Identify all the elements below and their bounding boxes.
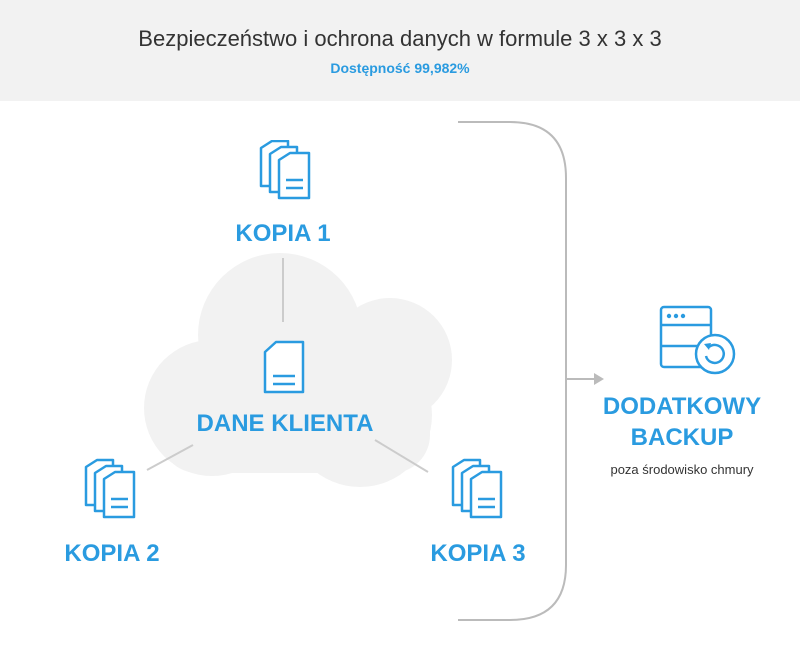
availability-subtitle: Dostępność 99,982%: [330, 60, 470, 76]
backup-title-line2: BACKUP: [630, 424, 734, 451]
client-data-label: DANE KLIENTA: [196, 410, 374, 437]
documents-icon: [259, 140, 311, 200]
copy1-label: KOPIA 1: [235, 220, 331, 247]
arrow-head: [594, 373, 604, 385]
cloud-shape: [144, 253, 452, 487]
copies-bracket: [458, 121, 567, 621]
copy2-label: KOPIA 2: [64, 540, 160, 567]
backup-note: poza środowisko chmury: [610, 462, 754, 477]
page-title: Bezpieczeństwo i ochrona danych w formul…: [138, 26, 662, 51]
backup-title-line1: DODATKOWY: [602, 393, 762, 420]
copy3-label: KOPIA 3: [430, 540, 526, 567]
diagram-canvas: [144, 121, 604, 621]
connector-copy2: [146, 444, 194, 471]
documents-icon: [451, 458, 503, 519]
server-backup-icon: [659, 305, 736, 375]
header-bar: Bezpieczeństwo i ochrona danych w formul…: [0, 0, 800, 101]
connector-copy3: [374, 439, 429, 473]
documents-icon: [84, 458, 136, 519]
document-icon: [263, 340, 305, 394]
